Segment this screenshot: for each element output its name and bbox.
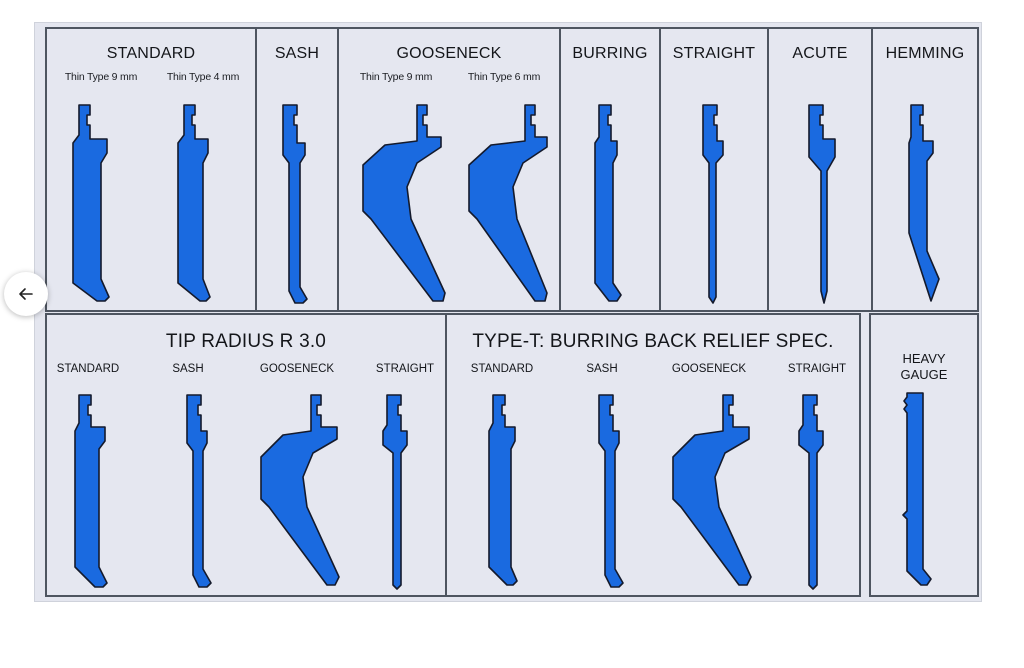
burring-cell: BURRING <box>559 29 659 310</box>
gooseneck-sub-6mm: Thin Type 6 mm <box>467 71 541 83</box>
type-t-label-sash: SASH <box>586 363 618 375</box>
tip-radius-label-sash: SASH <box>172 363 204 375</box>
gooseneck-6mm-tool <box>468 104 548 302</box>
heavy-gauge-tool <box>902 392 932 586</box>
type-t-sash-tool <box>598 394 624 588</box>
hemming-tool <box>908 104 940 302</box>
standard-sub-4mm: Thin Type 4 mm <box>166 71 240 83</box>
straight-title: STRAIGHT <box>672 45 756 62</box>
type-t-label-standard: STANDARD <box>470 363 534 375</box>
tip-radius-straight-tool <box>382 394 408 590</box>
type-t-panel: TYPE-T: BURRING BACK RELIEF SPEC. STANDA… <box>445 313 861 597</box>
hemming-title: HEMMING <box>885 45 965 62</box>
standard-9mm-tool <box>72 104 110 302</box>
straight-tool <box>702 104 724 304</box>
type-t-title: TYPE-T: BURRING BACK RELIEF SPEC. <box>472 331 834 352</box>
standard-cell: STANDARD Thin Type 9 mm Thin Type 4 mm <box>47 29 255 310</box>
acute-tool <box>808 104 836 304</box>
tip-radius-gooseneck-tool <box>260 394 340 586</box>
back-button[interactable] <box>4 272 48 316</box>
top-row-panel: STANDARD Thin Type 9 mm Thin Type 4 mm S… <box>45 27 979 312</box>
gooseneck-title: GOOSENECK <box>396 45 502 62</box>
acute-title: ACUTE <box>792 45 848 62</box>
burring-tool <box>594 104 622 302</box>
acute-cell: ACUTE <box>767 29 871 310</box>
heavy-gauge-line1: HEAVY <box>902 351 946 366</box>
heavy-gauge-panel: HEAVY GAUGE <box>869 313 979 597</box>
sash-cell: SASH <box>255 29 337 310</box>
burring-title: BURRING <box>572 45 648 62</box>
punch-tool-chart: STANDARD Thin Type 9 mm Thin Type 4 mm S… <box>34 22 982 602</box>
tip-radius-standard-tool <box>74 394 108 588</box>
hemming-cell: HEMMING <box>871 29 977 310</box>
arrow-left-icon <box>19 288 33 300</box>
type-t-label-straight: STRAIGHT <box>787 363 847 375</box>
gooseneck-cell: GOOSENECK Thin Type 9 mm Thin Type 6 mm <box>337 29 559 310</box>
type-t-standard-tool <box>488 394 518 586</box>
sash-tool <box>282 104 308 304</box>
type-t-gooseneck-tool <box>672 394 752 586</box>
tip-radius-panel: TIP RADIUS R 3.0 STANDARD SASH GOOSENECK… <box>45 313 447 597</box>
gooseneck-9mm-tool <box>362 104 446 302</box>
type-t-label-gooseneck: GOOSENECK <box>671 363 747 375</box>
sash-title: SASH <box>274 45 320 62</box>
tip-radius-sash-tool <box>186 394 212 588</box>
gooseneck-sub-9mm: Thin Type 9 mm <box>359 71 433 83</box>
straight-cell: STRAIGHT <box>659 29 767 310</box>
standard-sub-9mm: Thin Type 9 mm <box>64 71 138 83</box>
tip-radius-label-straight: STRAIGHT <box>375 363 435 375</box>
type-t-straight-tool <box>798 394 824 590</box>
tip-radius-label-gooseneck: GOOSENECK <box>259 363 335 375</box>
standard-title: STANDARD <box>106 45 196 62</box>
tip-radius-label-standard: STANDARD <box>56 363 120 375</box>
tip-radius-title: TIP RADIUS R 3.0 <box>165 331 327 352</box>
heavy-gauge-title: HEAVY GAUGE <box>871 351 977 383</box>
standard-4mm-tool <box>177 104 211 302</box>
heavy-gauge-line2: GAUGE <box>900 367 948 382</box>
